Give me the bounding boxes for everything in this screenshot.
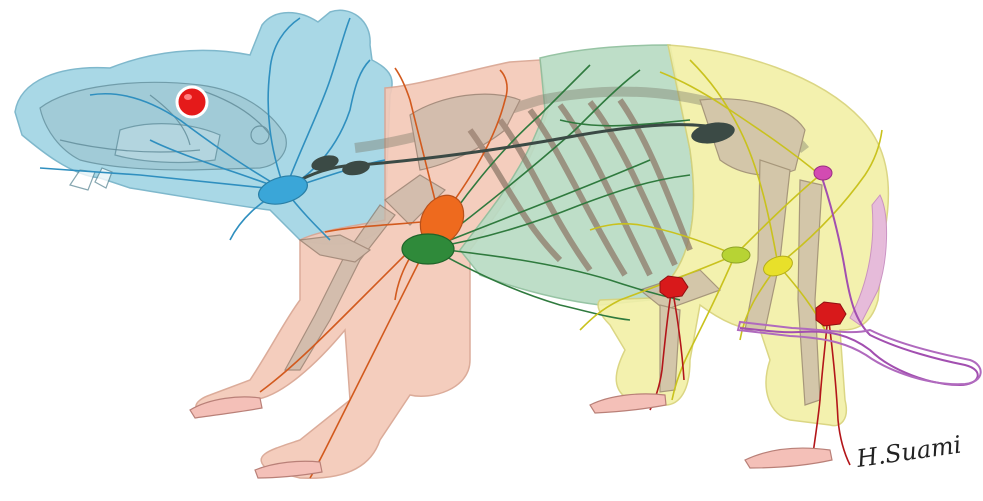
node-green [402,234,454,264]
eye-highlight [184,94,192,100]
eye [177,87,207,117]
feet [190,394,832,478]
node-lime [722,247,750,263]
node-magenta [814,166,832,180]
node-red-hind [816,302,846,326]
artist-signature: H.Suami [854,431,963,474]
